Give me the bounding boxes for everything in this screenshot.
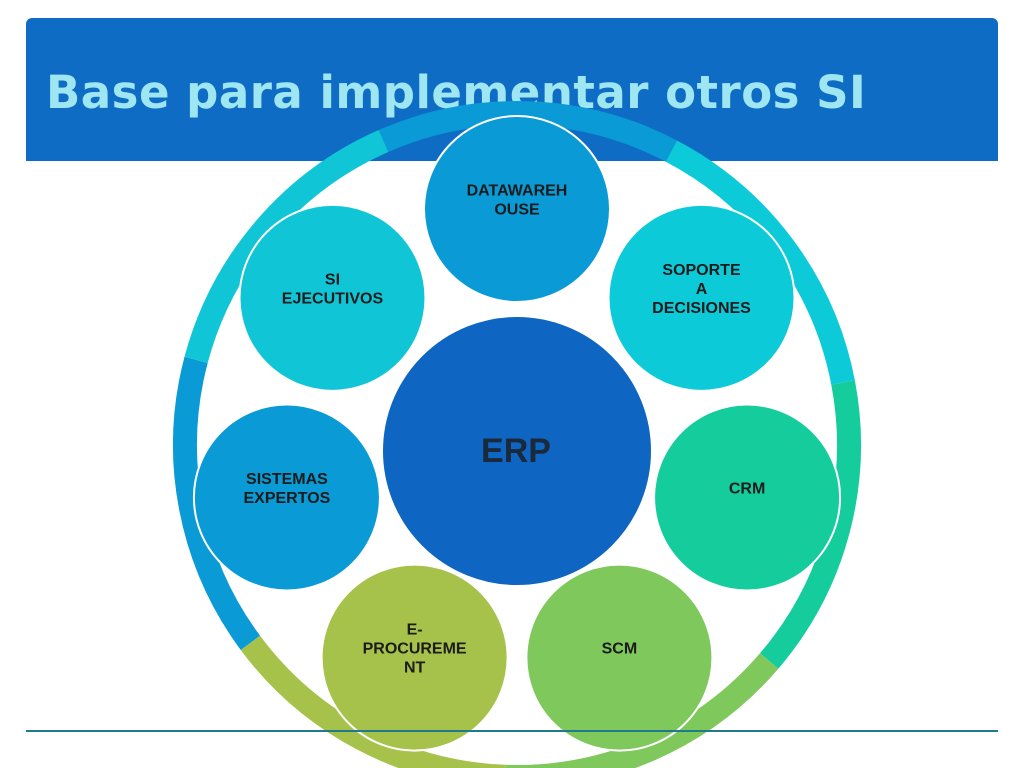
- node-label: A: [696, 281, 708, 298]
- node-label: E-: [407, 622, 423, 639]
- node-label: DATAWAREH: [467, 183, 568, 200]
- node-circle: [423, 115, 611, 303]
- node-label: SISTEMAS: [246, 471, 328, 488]
- erp-center-circle: [381, 315, 653, 587]
- node-circle: [525, 563, 714, 752]
- node-soporte-decisiones: SOPORTE A DECISIONES: [607, 203, 796, 392]
- erp-center-label: ERP: [481, 432, 551, 470]
- node-label: SI: [325, 271, 340, 288]
- node-label: OUSE: [494, 202, 540, 219]
- ring-segment: [378, 101, 677, 162]
- node-e-procurement: E- PROCUREME NT: [320, 563, 509, 752]
- node-datawarehouse: DATAWAREH OUSE: [423, 115, 611, 303]
- ring-segment: [760, 380, 861, 669]
- node-label: EXPERTOS: [243, 490, 330, 507]
- footer-divider: [26, 730, 998, 732]
- node-circle: [238, 203, 427, 392]
- node-crm: CRM: [653, 403, 842, 592]
- ring-segment: [665, 140, 855, 385]
- node-circle: [653, 403, 842, 592]
- node-scm: SCM: [525, 563, 714, 752]
- node-circle: [320, 563, 509, 752]
- ring-segment: [173, 356, 261, 650]
- node-label: PROCUREME: [363, 641, 467, 658]
- node-label: SOPORTE: [662, 262, 741, 279]
- node-si-ejecutivos: SI EJECUTIVOS: [238, 203, 427, 392]
- node-circle: [192, 403, 381, 592]
- node-label: EJECUTIVOS: [282, 290, 384, 307]
- ring-segment: [184, 130, 389, 363]
- node-label: SCM: [602, 641, 638, 658]
- node-label: DECISIONES: [652, 300, 751, 317]
- ring-segment: [240, 635, 506, 768]
- node-sistemas-expertos: SISTEMAS EXPERTOS: [192, 403, 381, 592]
- node-circle: [607, 203, 796, 392]
- node-label: CRM: [729, 481, 765, 498]
- node-label: NT: [404, 660, 426, 677]
- ring-segment: [505, 653, 779, 768]
- satellite-nodes: DATAWAREH OUSE SOPORTE A DECISIONES CRM SCM E- P…: [192, 115, 842, 752]
- outer-ring: [173, 101, 861, 768]
